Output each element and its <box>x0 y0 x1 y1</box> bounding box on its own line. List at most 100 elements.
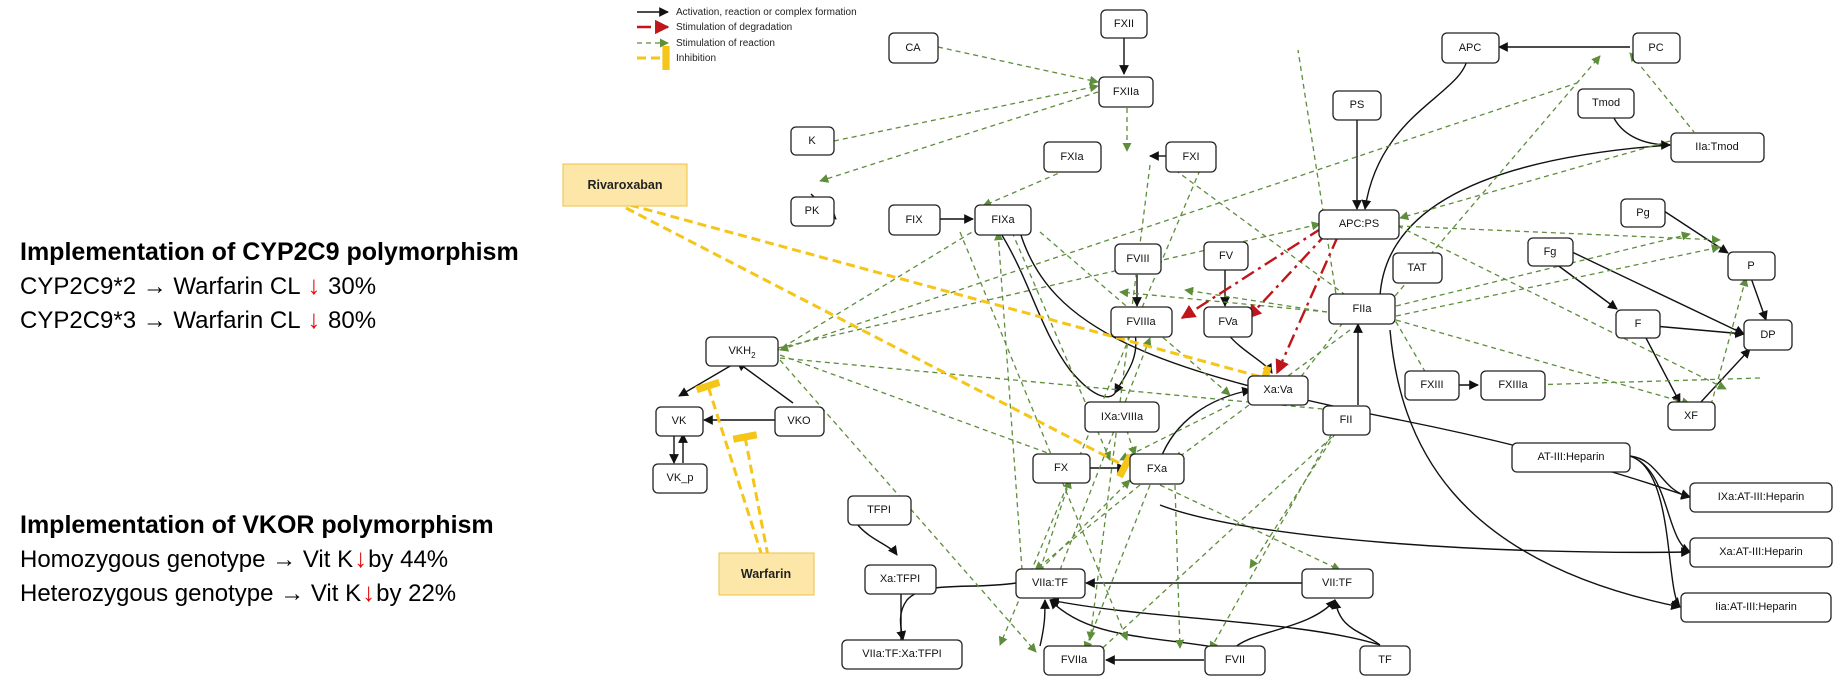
cyp2c9-heading-suffix: polymorphism <box>339 238 519 266</box>
cyp2c9-line-2-value: 80% <box>328 307 377 334</box>
edge-fvii-viiatf <box>1049 599 1233 651</box>
legend-inhibition-label: Inhibition <box>676 53 716 64</box>
rivaroxaban-label: Rivaroxaban <box>587 178 662 192</box>
node-tmod: Tmod <box>1577 88 1635 119</box>
node-viia-tf: VIIa:TF <box>1015 568 1086 599</box>
edge-xava-fxa <box>1119 404 1231 461</box>
node-vii-tf-label: VII:TF <box>1322 577 1352 589</box>
edge-fxa-xava <box>1159 386 1252 461</box>
node-vii-tf: VII:TF <box>1301 568 1374 599</box>
node-iia-at-heparin: Iia:AT-III:Heparin <box>1680 592 1832 623</box>
node-ca-label: CA <box>905 42 921 54</box>
cyp2c9-line-1-value: 30% <box>328 273 377 300</box>
node-fxiiia: FXIIIa <box>1480 370 1546 401</box>
edge-f-xf <box>1645 337 1681 404</box>
edge-fva-xava <box>1227 333 1273 374</box>
edge-tf-viitf <box>1331 599 1381 646</box>
edge-warfarin-vk <box>695 378 764 557</box>
node-fviii-label: FVIII <box>1126 253 1149 265</box>
edge-fg-dp <box>1571 251 1745 335</box>
vkor-line-2-value: by 22% <box>376 580 457 607</box>
edge-fiia-fxiii <box>1381 297 1431 381</box>
node-fixa: FIXa <box>974 204 1032 236</box>
node-tat: TAT <box>1392 252 1443 284</box>
node-xa-va-label: Xa:Va <box>1263 384 1293 396</box>
vkor-heading-gene: VKOR <box>242 511 315 539</box>
node-ixa-viiia-label: IXa:VIIIa <box>1101 411 1144 423</box>
decrease-arrow-icon: ↓ <box>362 577 376 607</box>
node-vk-p-label: VK_p <box>667 472 694 484</box>
legend-stimulation: Stimulation of reaction <box>637 38 775 49</box>
edge-fxa-fviia <box>1083 484 1151 651</box>
node-tmod-label: Tmod <box>1592 97 1620 109</box>
node-fxiia: FXIIa <box>1098 76 1154 108</box>
warfarin-box: Warfarin <box>718 552 815 596</box>
edge-viiatf-fviiia <box>1059 337 1152 571</box>
edge-fiia-iiatmod <box>1379 144 1671 297</box>
node-tat-label: TAT <box>1407 262 1426 274</box>
edge-tf-viiatf <box>1049 596 1381 646</box>
edge-fii-viitf <box>1249 417 1346 569</box>
edge-fxa-xaat <box>1159 504 1691 558</box>
node-xa-tfpi-label: Xa:TFPI <box>880 573 920 585</box>
node-xf: XF <box>1667 401 1716 431</box>
edge-rivaroxaban-xava <box>629 203 1272 391</box>
node-vkh2: VKH2 <box>705 336 779 367</box>
node-vk-label: VK <box>672 415 687 427</box>
edge-iiatmod-apc <box>1399 140 1671 221</box>
edge-at-xaat <box>1629 455 1691 553</box>
node-fviia: FVIIa <box>1043 645 1105 676</box>
stimulation-edges <box>774 46 1761 656</box>
activation-edges <box>669 38 1768 665</box>
node-dp: DP <box>1743 319 1793 351</box>
cyp2c9-block: Implementation of CYP2C9 polymorphism CY… <box>20 236 519 337</box>
node-tfpi-label: TFPI <box>867 504 891 516</box>
edge-fii-fviia <box>1094 424 1346 656</box>
node-tf-label: TF <box>1378 654 1392 666</box>
node-fg: Fg <box>1527 237 1574 267</box>
edge-fiia-p <box>1395 231 1691 307</box>
node-pc: PC <box>1632 32 1681 64</box>
edge-rivaroxaban-fxa <box>625 206 1134 479</box>
edge-apcps-xava <box>1275 235 1340 375</box>
node-tf: TF <box>1359 645 1411 676</box>
node-fviia-label: FVIIa <box>1061 654 1088 666</box>
cyp2c9-heading-prefix: Implementation of <box>20 238 243 266</box>
edge-fii-fvii <box>1209 409 1346 651</box>
cyp2c9-line-2: CYP2C9*3 → Warfarin CL ↓ 80% <box>20 303 519 337</box>
edge-ca-fxiia <box>937 46 1099 85</box>
node-fxii-label: FXII <box>1114 18 1134 30</box>
edge-fg-f <box>1555 263 1618 310</box>
node-vk: VK <box>655 406 704 437</box>
vkor-heading-prefix: Implementation of <box>20 511 243 539</box>
node-fxi-label: FXI <box>1182 151 1199 163</box>
edge-iiatmod-pc <box>1629 52 1695 133</box>
inhibition-edges <box>625 203 1272 557</box>
edge-xf-p <box>1710 277 1749 406</box>
node-ixa-at-heparin: IXa:AT-III:Heparin <box>1689 482 1833 513</box>
edge-vko-vkh2 <box>736 361 794 404</box>
node-ca: CA <box>888 32 939 64</box>
edge-vkh2-fx <box>779 354 1087 469</box>
edge-apc-apcps <box>1361 54 1469 210</box>
vkor-block: Implementation of VKOR polymorphism Homo… <box>20 509 494 610</box>
node-fxiii: FXIII <box>1404 370 1460 401</box>
edge-p-dp <box>1750 277 1768 321</box>
node-fxiia-label: FXIIa <box>1113 86 1140 98</box>
legend: Activation, reaction or complex formatio… <box>637 7 857 70</box>
node-k-label: K <box>808 135 816 147</box>
node-ps: PS <box>1332 90 1382 121</box>
node-p-label: P <box>1747 260 1754 272</box>
node-fviiia: FVIIIa <box>1110 306 1173 338</box>
node-f: F <box>1615 309 1661 339</box>
edge-fviia-viiatf <box>1039 599 1050 647</box>
decrease-arrow-icon: ↓ <box>354 543 368 573</box>
edge-vkh2-fix <box>774 214 1001 353</box>
decrease-arrow-icon: ↓ <box>307 304 321 334</box>
legend-activation: Activation, reaction or complex formatio… <box>637 7 857 18</box>
edge-fxa-viiatf <box>1034 484 1141 571</box>
edge-at-ixaat <box>1629 455 1691 500</box>
svg-text:VKH2: VKH2 <box>728 345 756 360</box>
node-xa-tfpi: Xa:TFPI <box>864 564 937 595</box>
